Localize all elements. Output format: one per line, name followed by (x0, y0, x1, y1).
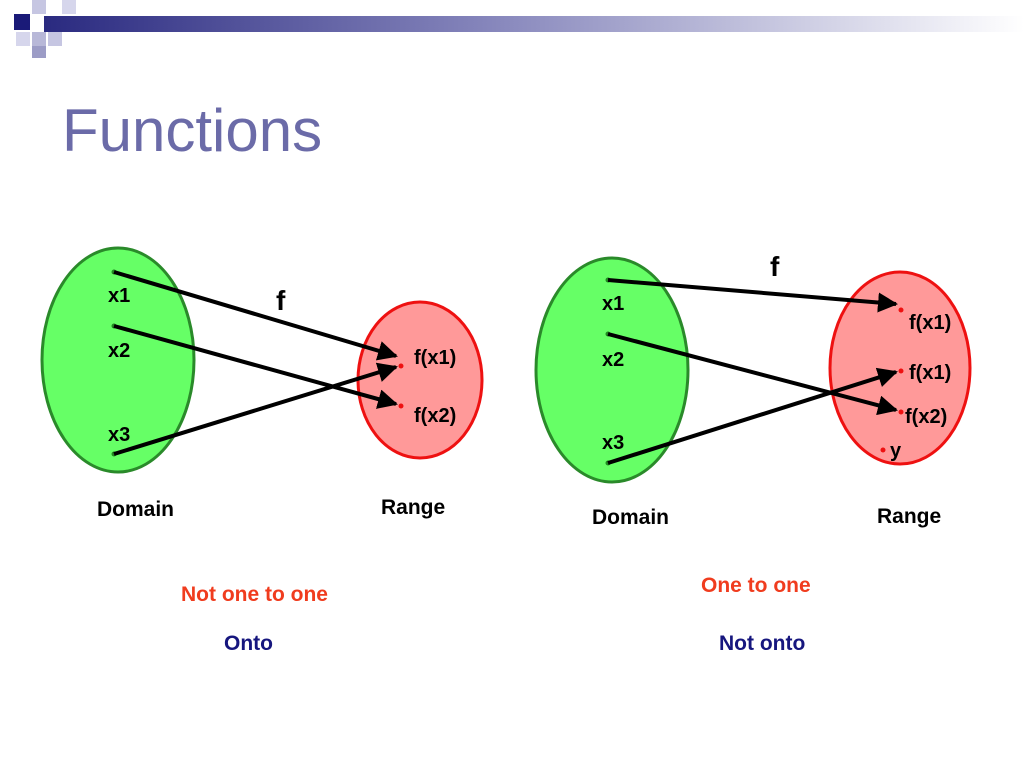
left-range-dot (398, 363, 404, 369)
right-range-label-fx2: f(x2) (905, 406, 947, 428)
right-domain-caption: Domain (592, 506, 670, 529)
left-domain-label-x1: x1 (108, 285, 130, 307)
right-range-label-y: y (890, 440, 902, 462)
header-square (16, 32, 30, 46)
left-diagram: x1 x2 x3 f(x1) f(x2) f (40, 246, 484, 474)
left-range-label-fx1: f(x1) (414, 347, 456, 369)
right-arrow-x3 (607, 367, 898, 465)
right-range-dot (898, 409, 904, 415)
right-domain-label-x2: x2 (602, 349, 624, 371)
header-square (62, 0, 76, 14)
header-square (48, 32, 62, 46)
left-domain-label-x3: x3 (108, 424, 130, 446)
slide-title: Functions (62, 97, 323, 164)
left-range-ellipse (356, 300, 484, 460)
left-range-label-fx2: f(x2) (414, 405, 456, 427)
left-property-onto: Onto (224, 632, 273, 655)
left-domain-caption: Domain (97, 498, 175, 521)
right-function-label: f (770, 251, 780, 282)
header-square (32, 32, 46, 46)
header-square (14, 14, 30, 30)
right-range-caption: Range (877, 505, 942, 528)
header-square (32, 0, 46, 14)
right-range-dot (898, 307, 904, 313)
left-function-label: f (276, 285, 286, 316)
header-decoration (14, 0, 1024, 58)
right-property-one-to-one: One to one (701, 574, 811, 597)
right-range-label-fx1-top: f(x1) (909, 312, 951, 334)
right-property-onto: Not onto (719, 632, 806, 655)
left-property-one-to-one: Not one to one (181, 583, 328, 606)
left-arrow-x1 (113, 270, 398, 361)
left-arrow-x2 (113, 324, 398, 409)
right-range-ellipse (828, 270, 972, 466)
left-range-dot (398, 403, 404, 409)
header-gradient-bar (44, 16, 1024, 32)
left-range-caption: Range (381, 496, 446, 519)
left-arrow-x3 (113, 362, 398, 456)
right-range-dot (898, 368, 904, 374)
left-domain-label-x2: x2 (108, 340, 130, 362)
right-range-label-fx1: f(x1) (909, 362, 951, 384)
right-domain-label-x1: x1 (602, 293, 624, 315)
right-domain-label-x3: x3 (602, 432, 624, 454)
right-arrow-x1 (607, 278, 898, 313)
right-arrow-x2 (607, 332, 898, 416)
right-range-dot (880, 447, 886, 453)
right-domain-ellipse (534, 256, 690, 484)
header-square (32, 46, 46, 58)
left-domain-ellipse (40, 246, 196, 474)
right-diagram: x1 x2 x3 f(x1) f(x1) f(x2) y f (534, 251, 972, 484)
